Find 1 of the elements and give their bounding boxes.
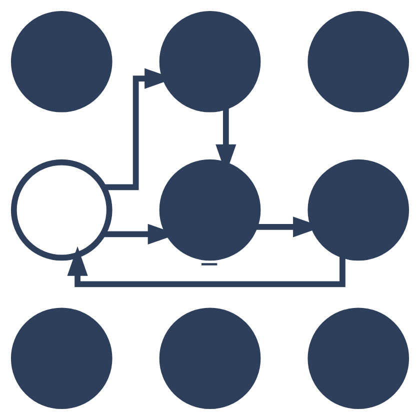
edge-label: − (200, 246, 219, 282)
